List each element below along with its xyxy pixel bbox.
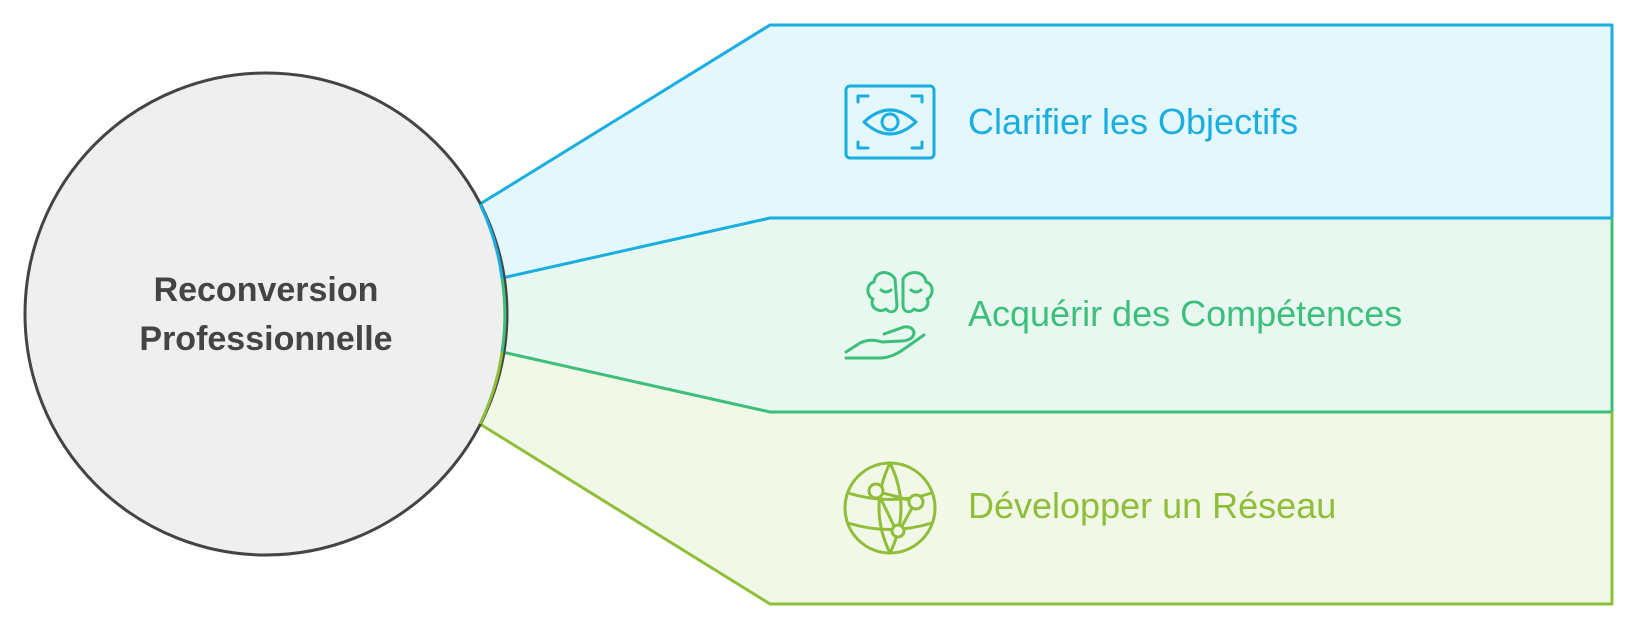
- branch-outline-objectifs: [479, 23, 1614, 280]
- branch-label-objectifs: Clarifier les Objectifs: [968, 101, 1298, 142]
- center-title-line1: Reconversion: [154, 271, 379, 309]
- branch-panel-objectifs: [480, 25, 1612, 278]
- globe-network-icon: [843, 461, 937, 555]
- branch-outline-competences: [501, 218, 1614, 414]
- center-title-line2: Professionnelle: [139, 320, 392, 358]
- branch-panel-competences: [502, 218, 1612, 412]
- eye-icon: [844, 84, 936, 160]
- center-arc-competences: [500, 277, 507, 353]
- branch-outline-reseau: [479, 412, 1614, 606]
- branch-panel-reseau: [480, 352, 1612, 604]
- branch-label-competences: Acquérir des Compétences: [968, 293, 1402, 334]
- center-arc-objectifs: [478, 203, 504, 279]
- center-node: [23, 71, 509, 557]
- center-arc-reseau: [478, 351, 504, 425]
- brain-hand-icon: [844, 271, 934, 360]
- branch-label-reseau: Développer un Réseau: [968, 485, 1336, 526]
